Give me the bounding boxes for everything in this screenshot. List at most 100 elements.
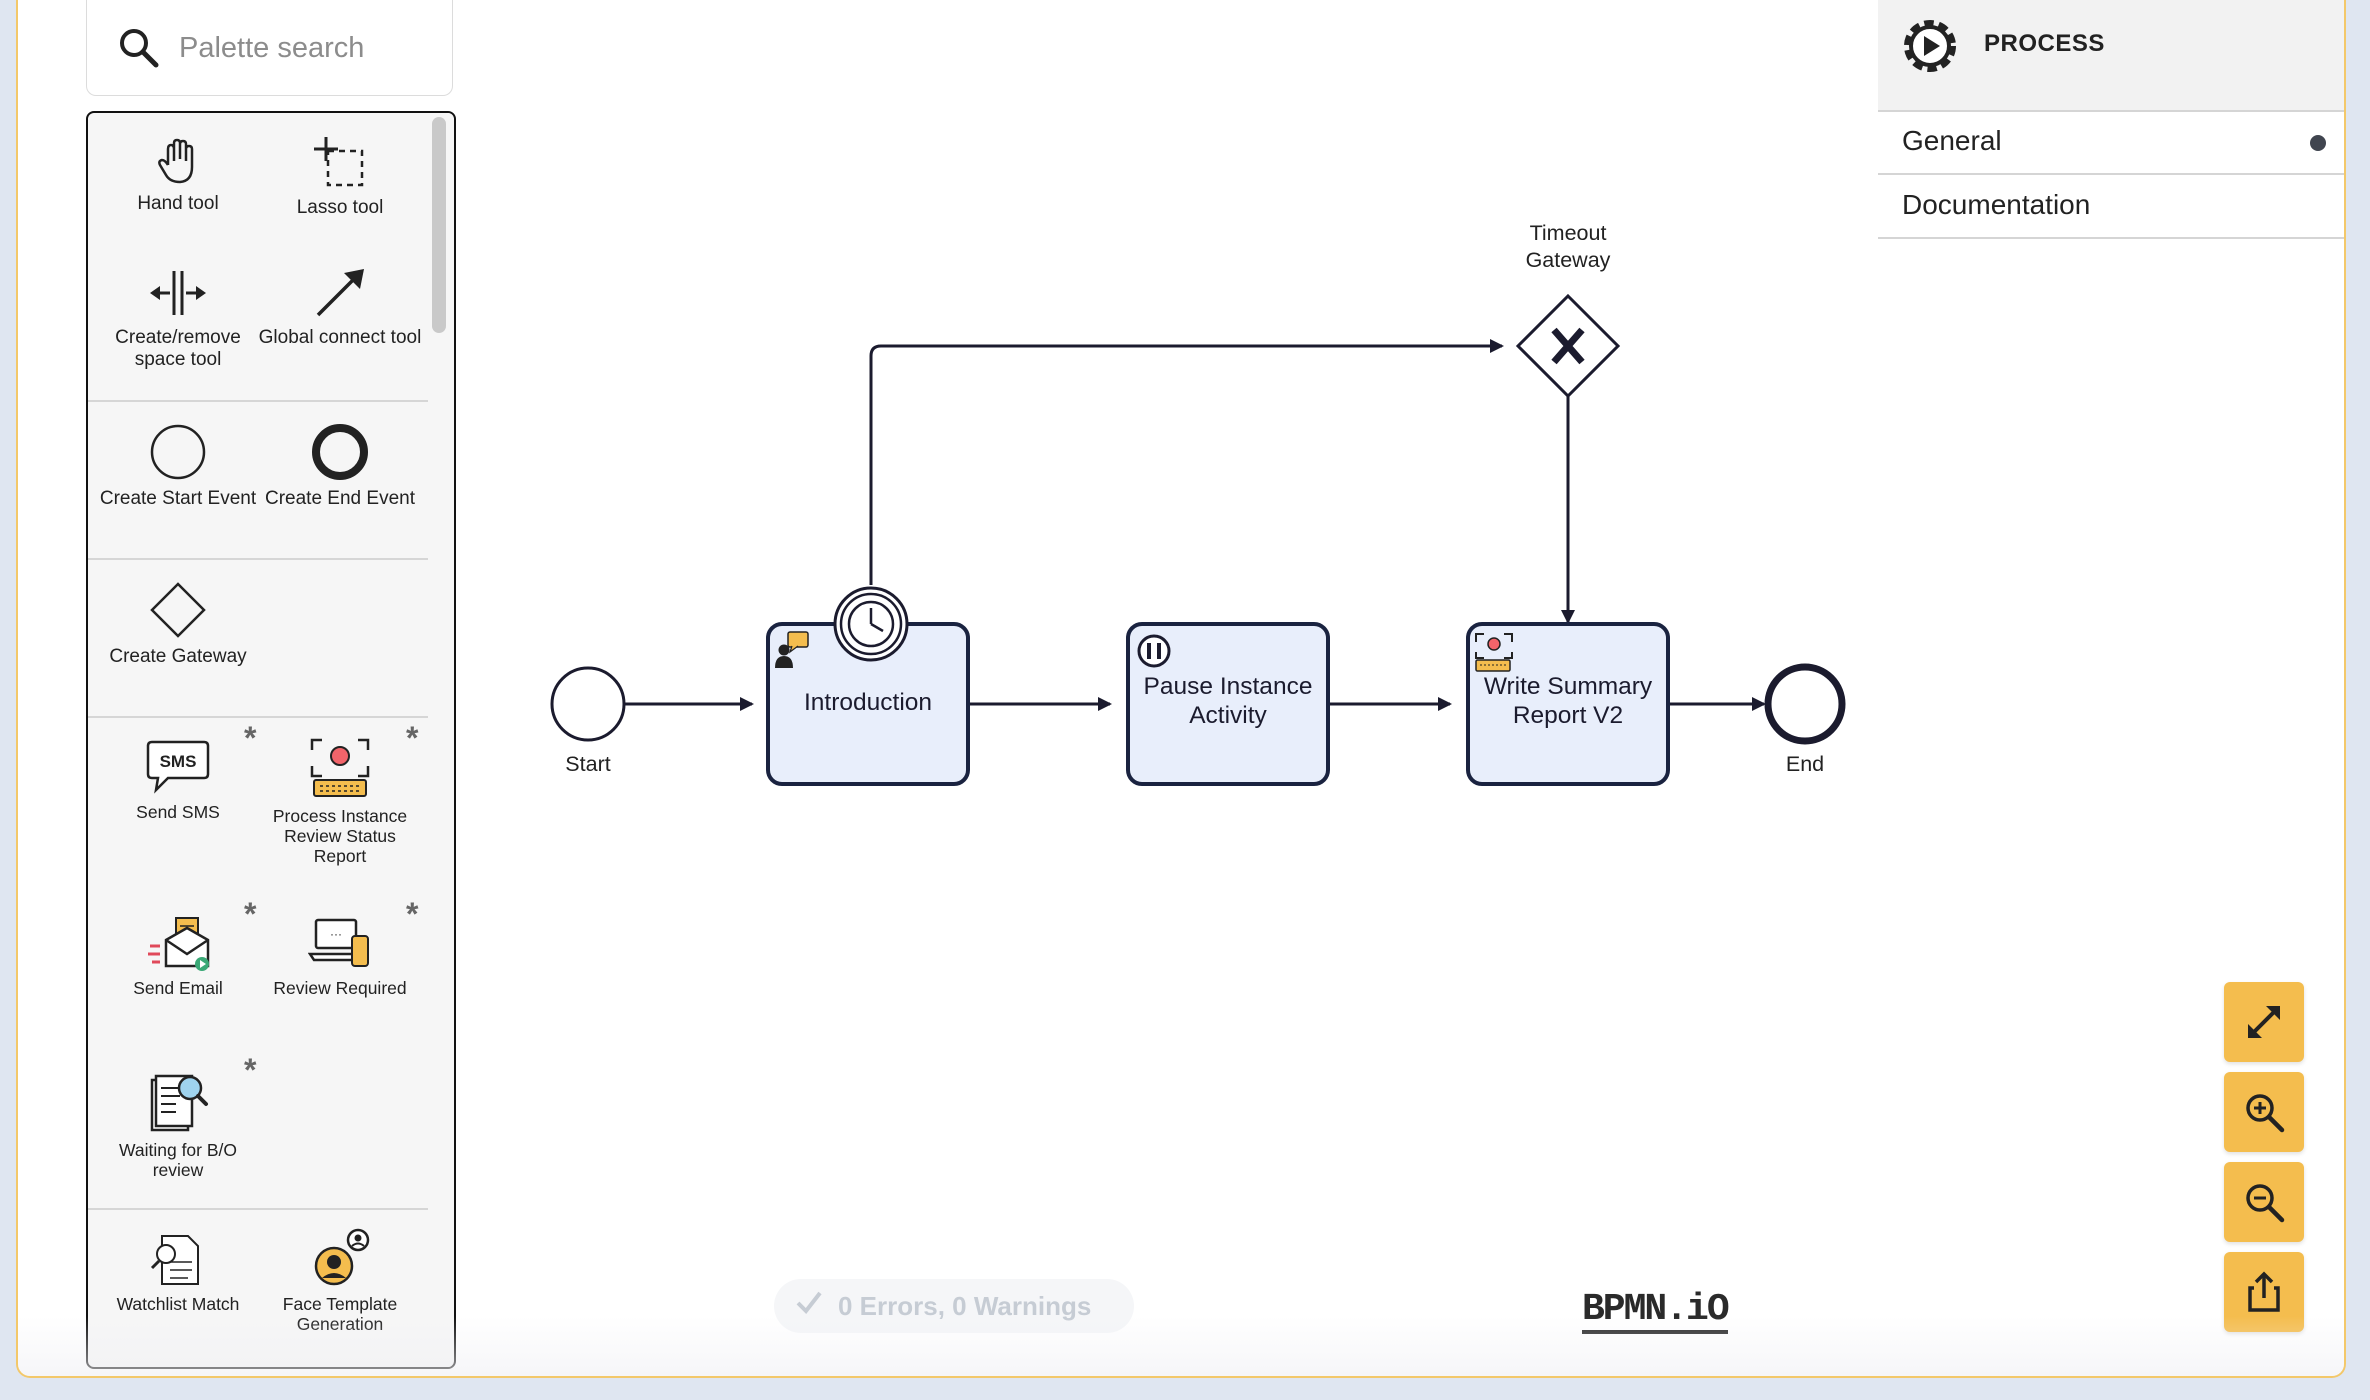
palette-label: Face Template Generation (282, 1294, 398, 1334)
hand-icon (158, 138, 194, 184)
palette-label: Watchlist Match (116, 1294, 240, 1314)
task-introduction-label: Introduction (803, 689, 933, 716)
linting-status[interactable]: 0 Errors, 0 Warnings (774, 1279, 1134, 1333)
zoom-in-button[interactable] (2224, 1072, 2304, 1152)
palette-entry-waiting-review[interactable]: Waiting for B/O review (96, 1070, 260, 1180)
palette-group-gateways: Create Gateway (88, 560, 428, 718)
status-text: 0 Errors, 0 Warnings (838, 1291, 1092, 1321)
task-write-summary-label: Write Summary Report V2 (1468, 672, 1668, 730)
pause-icon (1137, 634, 1171, 668)
task-label-line: Write Summary (1483, 673, 1653, 700)
palette-entry-space-tool[interactable]: Create/remove space tool (96, 265, 260, 371)
modeler-frame: Hand tool Lasso tool (16, 0, 2346, 1378)
timer-icon[interactable] (833, 586, 909, 662)
task-pause-instance-label: Pause Instance Activity (1128, 672, 1328, 730)
svg-text:···: ··· (330, 927, 342, 941)
template-marker: * (244, 1052, 257, 1088)
diagram-canvas[interactable]: Introduction Pause Instance Activity Wri… (478, 0, 1868, 1376)
gateway-icon (150, 582, 206, 638)
email-icon (148, 917, 210, 971)
palette-label: Send SMS (136, 802, 220, 822)
template-marker: * (244, 720, 257, 756)
zoom-in-icon (2246, 1094, 2285, 1133)
task-write-summary[interactable] (1466, 622, 1670, 786)
palette-label: Waiting for B/O review (119, 1140, 237, 1180)
bpmn-io-logo[interactable]: BPMN.iO (1582, 1290, 1730, 1334)
palette-entries: Hand tool Lasso tool (88, 113, 428, 1367)
end-event-icon (312, 424, 368, 480)
group-documentation-label: Documentation (1902, 189, 2091, 220)
properties-header: PROCESS (1878, 0, 2344, 112)
palette-search-input[interactable] (177, 22, 441, 74)
end-event-label: End (1785, 752, 1825, 776)
task-pause-instance[interactable] (1126, 622, 1330, 786)
group-has-entries-dot (2310, 135, 2326, 151)
watchlist-icon (150, 1235, 199, 1285)
palette-label: Hand tool (137, 193, 219, 214)
group-general[interactable]: General (1878, 111, 2344, 175)
gateway-label: Timeout Gateway (1488, 220, 1648, 274)
palette-entry-start-event[interactable]: Create Start Event (96, 422, 260, 510)
gateway-label-line: Timeout (1529, 221, 1607, 245)
start-event-icon (150, 424, 206, 480)
group-documentation[interactable]: Documentation (1878, 175, 2344, 239)
fit-viewport-button[interactable] (2224, 982, 2304, 1062)
fit-viewport-icon (2248, 1006, 2280, 1038)
palette-entry-watchlist-match[interactable]: Watchlist Match (96, 1232, 260, 1314)
palette-entry-send-email[interactable]: Send Email (96, 916, 260, 998)
palette-label: Create Gateway (109, 646, 247, 667)
palette-label: Process Instance Review Status Report (272, 806, 408, 866)
lasso-icon (314, 137, 364, 187)
palette-label: Create End Event (265, 488, 415, 509)
palette-label: Create Start Event (99, 488, 257, 509)
template-marker: * (406, 896, 419, 932)
palette: Hand tool Lasso tool (86, 111, 456, 1369)
sms-icon: SMS (146, 740, 210, 794)
flow-timer-gateway[interactable] (869, 339, 1504, 585)
palette-entry-send-sms[interactable]: SMS Send SMS (96, 736, 260, 822)
connect-arrow-icon (316, 269, 364, 317)
palette-entry-gateway[interactable]: Create Gateway (96, 580, 260, 668)
palette-entry-global-connect-tool[interactable]: Global connect tool (258, 265, 422, 349)
template-marker: * (406, 720, 419, 756)
properties-title: PROCESS (1984, 30, 2105, 57)
palette-label: Review Required (273, 978, 407, 998)
palette-group-tools: Hand tool Lasso tool (88, 113, 428, 402)
timeout-gateway[interactable] (1515, 293, 1621, 399)
gateway-label-line: Gateway (1525, 248, 1611, 272)
palette-label: Lasso tool (296, 197, 384, 218)
palette-label: Create/remove space tool (115, 327, 241, 370)
palette-scrollbar[interactable] (432, 113, 452, 1367)
palette-entry-review-required[interactable]: ··· Review Required (258, 916, 422, 998)
properties-panel: PROCESS General Documentation (1878, 0, 2344, 240)
face-template-icon (314, 1228, 370, 1286)
task-label-line: Pause Instance (1143, 673, 1313, 700)
palette-group-events: Create Start Event Create End Event (88, 402, 428, 560)
user-message-icon (775, 631, 809, 668)
palette-label: Send Email (133, 978, 223, 998)
camera-keyboard-icon (1475, 633, 1513, 672)
palette-group-templates: SMS Send SMS * Process Instance Review S… (88, 718, 428, 1210)
zoom-out-button[interactable] (2224, 1162, 2304, 1242)
palette-entry-process-instance-review[interactable]: Process Instance Review Status Report (258, 736, 422, 866)
palette-entry-hand-tool[interactable]: Hand tool (96, 135, 260, 215)
palette-search-box[interactable] (86, 0, 453, 96)
palette-group-extras: Watchlist Match Face Template Generation (88, 1210, 428, 1367)
end-event[interactable] (1764, 663, 1846, 745)
start-event[interactable] (550, 666, 626, 742)
group-general-label: General (1902, 125, 2002, 156)
zoom-out-icon (2246, 1184, 2285, 1223)
palette-scrollbar-thumb[interactable] (432, 117, 446, 333)
palette-entry-end-event[interactable]: Create End Event (258, 422, 422, 510)
laptop-review-icon: ··· (308, 918, 369, 967)
palette-entry-lasso-tool[interactable]: Lasso tool (258, 135, 422, 219)
export-button[interactable] (2224, 1252, 2304, 1332)
palette-entry-face-template[interactable]: Face Template Generation (258, 1228, 422, 1334)
template-marker: * (244, 896, 257, 932)
camera-keyboard-icon (310, 738, 370, 797)
task-label-line: Activity (1189, 702, 1267, 729)
export-icon (2248, 1271, 2280, 1312)
bpmn-diagram (550, 293, 1846, 786)
start-event-label: Start (565, 752, 611, 776)
check-icon (796, 1291, 822, 1315)
